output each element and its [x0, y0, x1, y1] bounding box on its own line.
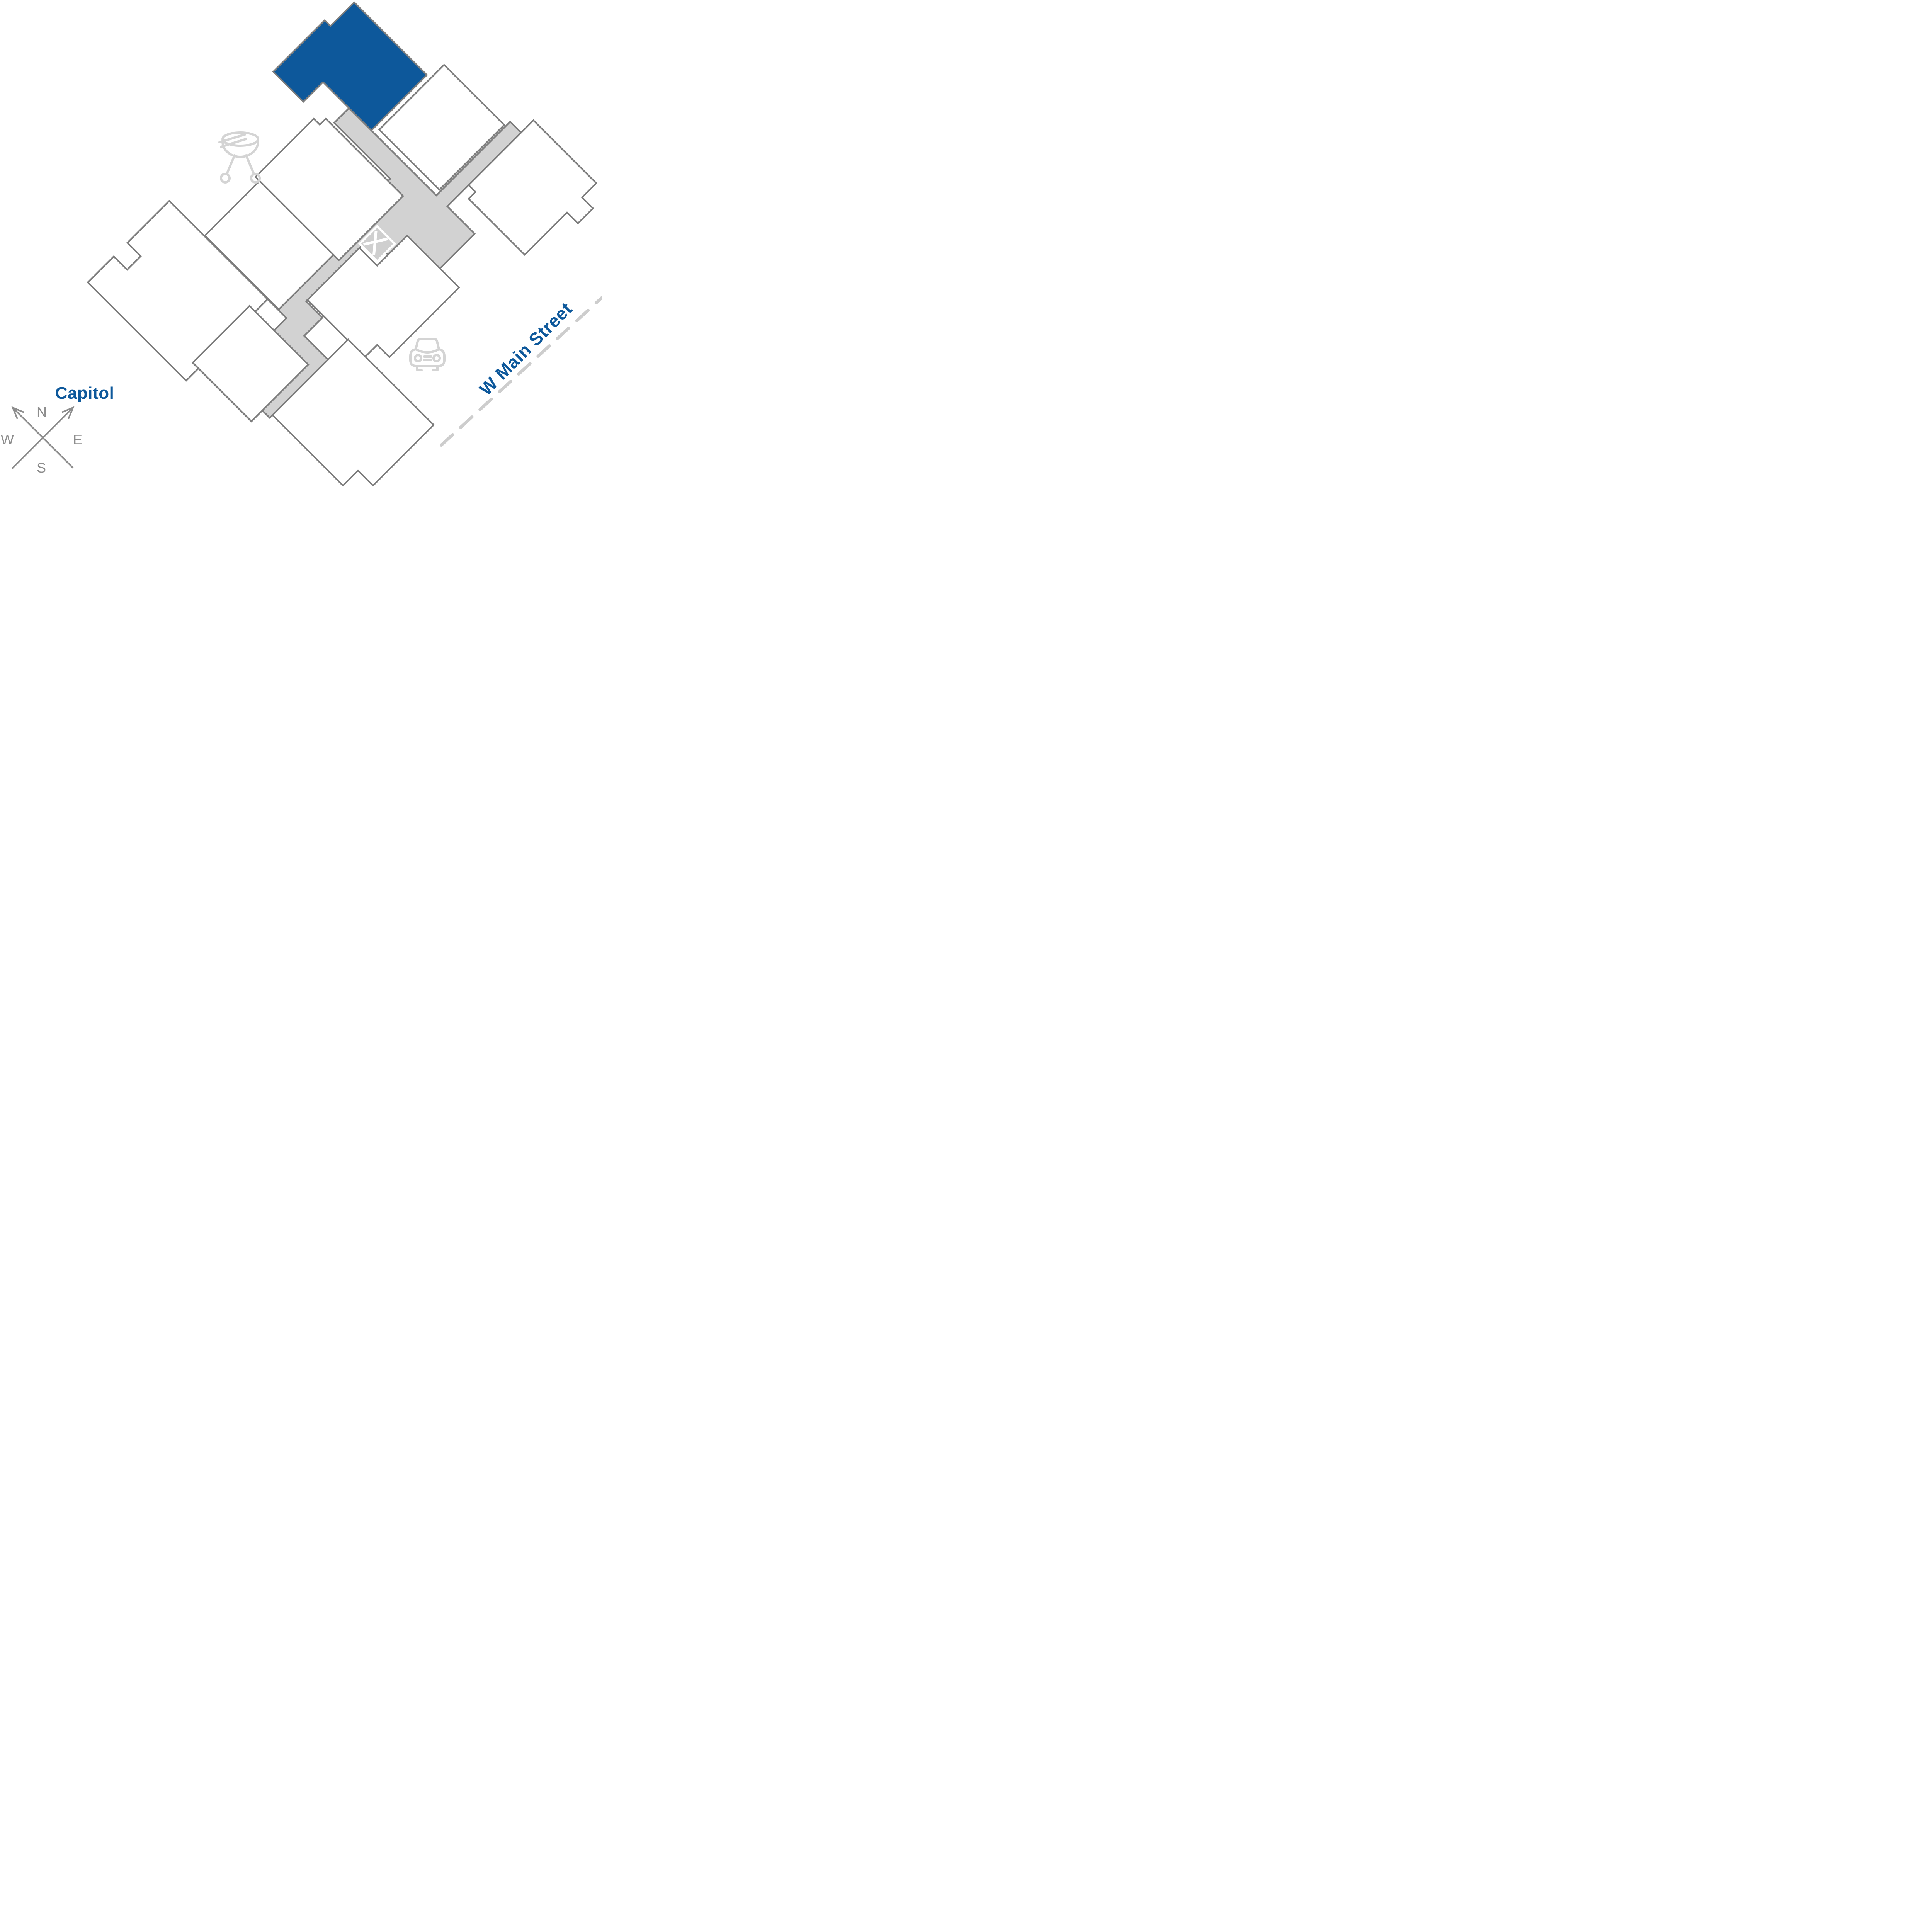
compass-axis-se-nw: [12, 407, 74, 469]
x-marker-stroke-2: [363, 237, 388, 246]
compass-arrowhead-ne: [61, 406, 75, 419]
building-south[interactable]: [271, 338, 435, 497]
x-marker-box: [358, 224, 396, 263]
compass-label-w: W: [1, 432, 14, 447]
pathway-network: [259, 107, 522, 419]
bbq-grill-icon: [218, 131, 261, 184]
street-label: W Main Street: [475, 298, 576, 399]
buildings-group: [87, 0, 602, 497]
highlighted-building[interactable]: [272, 0, 428, 150]
building-east[interactable]: [462, 119, 602, 265]
rotated-site-frame: [87, 0, 602, 497]
compass-label-n: N: [37, 404, 47, 420]
x-crossing-marker[interactable]: [358, 224, 396, 263]
street-dashed-line: [440, 296, 602, 447]
site-plan-map: N E S W Capitol W Main Street: [0, 0, 602, 497]
compass-label-e: E: [73, 432, 82, 447]
building-center-west-upper[interactable]: [254, 113, 405, 262]
building-northeast[interactable]: [378, 64, 505, 191]
site-plan-svg: N E S W Capitol W Main Street: [1, 0, 602, 497]
building-center-west-lower[interactable]: [204, 180, 335, 311]
car-icon: [409, 338, 446, 371]
compass-rose: N E S W: [1, 404, 82, 476]
capitol-label: Capitol: [55, 384, 114, 403]
building-south-middle[interactable]: [191, 304, 310, 423]
compass-arrowhead-nw: [11, 406, 24, 419]
compass-label-s: S: [37, 460, 46, 476]
